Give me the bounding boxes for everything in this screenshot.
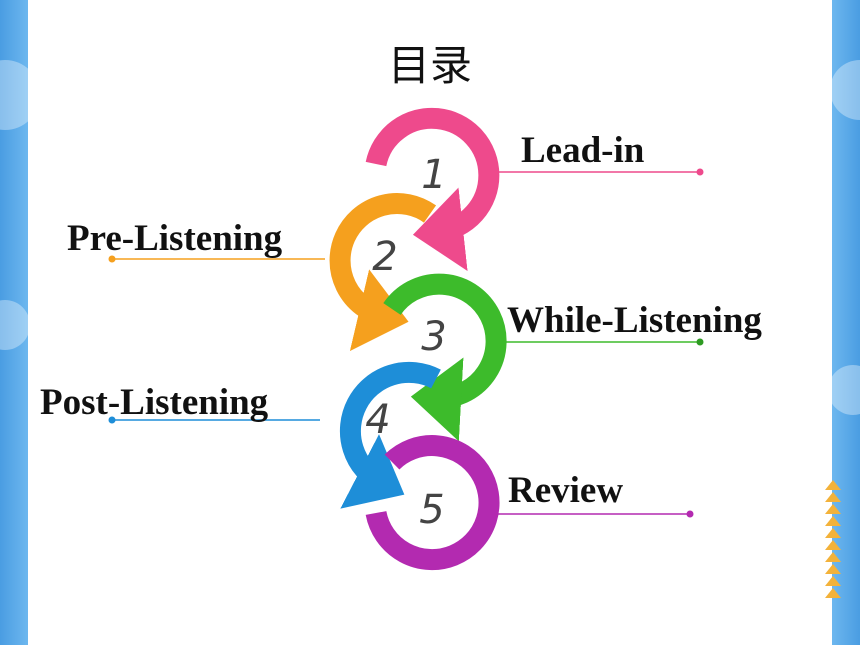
page-title: 目录: [387, 41, 472, 90]
step-number-5: 5: [419, 487, 444, 533]
arc-step-2: [329, 193, 437, 352]
step-number-2: 2: [372, 234, 397, 280]
content-card: [28, 0, 832, 645]
left-border: [0, 0, 28, 645]
connector-while-listening: [495, 338, 704, 346]
arc-step-3: [383, 273, 507, 442]
connector-lead-in: [495, 168, 704, 176]
step-label-while-listening: While-Listening: [507, 300, 762, 341]
step-number-4: 4: [365, 397, 390, 443]
connector-pre-listening: [108, 255, 325, 263]
decor-triangle-arrows: [823, 480, 843, 600]
arc-step-5: [365, 435, 500, 571]
connector-review: [495, 510, 694, 518]
step-label-review: Review: [508, 470, 624, 511]
connector-post-listening: [108, 416, 320, 424]
step-number-1: 1: [421, 152, 446, 198]
arc-step-1: [365, 107, 500, 271]
step-number-3: 3: [421, 314, 446, 360]
step-label-pre-listening: Pre-Listening: [67, 218, 283, 259]
step-label-post-listening: Post-Listening: [40, 382, 269, 423]
step-label-lead-in: Lead-in: [521, 130, 645, 171]
arc-step-4: [339, 361, 441, 509]
